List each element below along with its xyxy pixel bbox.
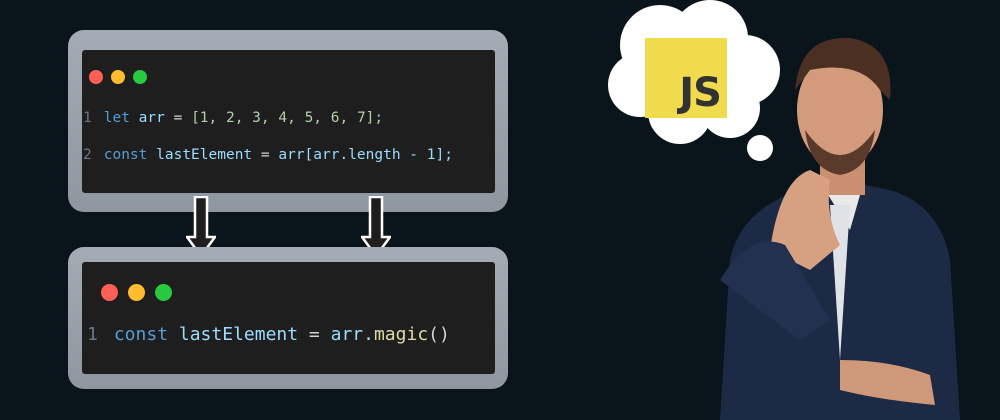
maximize-dot — [133, 70, 147, 84]
maximize-dot — [155, 284, 172, 301]
keyword: const — [103, 147, 148, 163]
line-number: 1 — [87, 324, 98, 345]
method: magic — [373, 324, 429, 345]
identifier: lastElement — [178, 324, 299, 345]
keyword: let — [103, 110, 130, 126]
js-logo: JS — [645, 38, 727, 118]
keyword: const — [113, 324, 169, 345]
close-dot — [89, 70, 103, 84]
down-arrow-icon — [361, 196, 391, 258]
identifier: lastElement — [156, 147, 253, 163]
line-number: 1 — [83, 110, 92, 126]
code-line-1: 1 const lastElement = arr.magic() — [87, 324, 450, 345]
close-dot — [101, 284, 118, 301]
operator: = — [252, 147, 279, 163]
code-line-2: 2 const lastElement = arr[arr.length - 1]… — [83, 147, 453, 163]
identifier: arr — [138, 110, 165, 126]
minimize-dot — [128, 284, 145, 301]
js-logo-text: JS — [679, 70, 722, 116]
array-literal: [1, 2, 3, 4, 5, 6, 7]; — [191, 110, 384, 126]
expression: arr[arr.length - 1]; — [278, 147, 453, 163]
operator: = — [298, 324, 331, 345]
operator: = — [164, 110, 192, 126]
code-editor: 1 const lastElement = arr.magic() — [82, 262, 495, 374]
line-number: 2 — [83, 147, 92, 163]
code-window-original: 1 let arr = [1, 2, 3, 4, 5, 6, 7]; 2 const… — [68, 30, 508, 212]
thinking-man-illustration — [720, 37, 960, 420]
code-line-1: 1 let arr = [1, 2, 3, 4, 5, 6, 7]; — [83, 110, 383, 126]
down-arrow-icon — [186, 196, 216, 258]
code-window-simplified: 1 const lastElement = arr.magic() — [68, 247, 508, 389]
minimize-dot — [111, 70, 125, 84]
object: arr. — [330, 324, 374, 345]
call-parens: () — [428, 324, 450, 345]
code-editor: 1 let arr = [1, 2, 3, 4, 5, 6, 7]; 2 const… — [82, 50, 495, 193]
